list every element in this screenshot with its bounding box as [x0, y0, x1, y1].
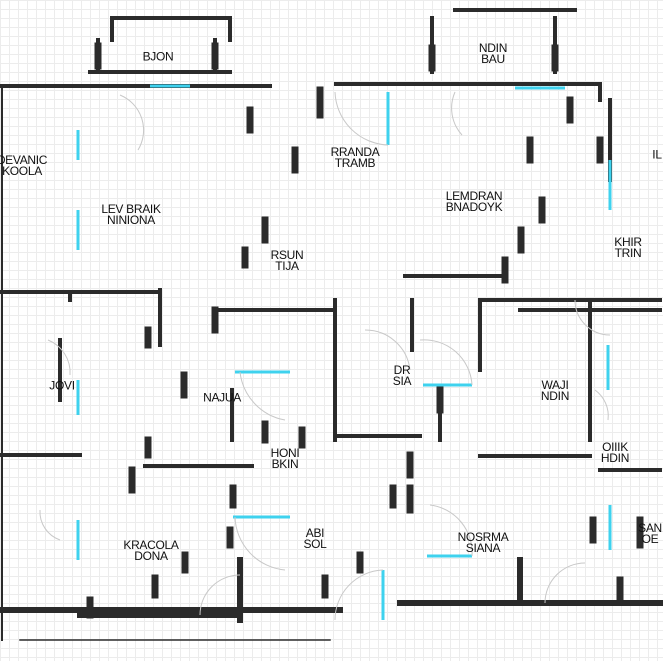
door-swings: [39, 91, 611, 621]
room-label-right-edge: IL: [652, 147, 662, 162]
room-label-mid-3: JOVI: [49, 378, 75, 393]
walls: [0, 8, 663, 641]
door-openings: [76, 84, 612, 620]
room-label-top-left: BJON: [142, 49, 174, 64]
room-label-mid-4: NAJUA: [203, 390, 241, 405]
